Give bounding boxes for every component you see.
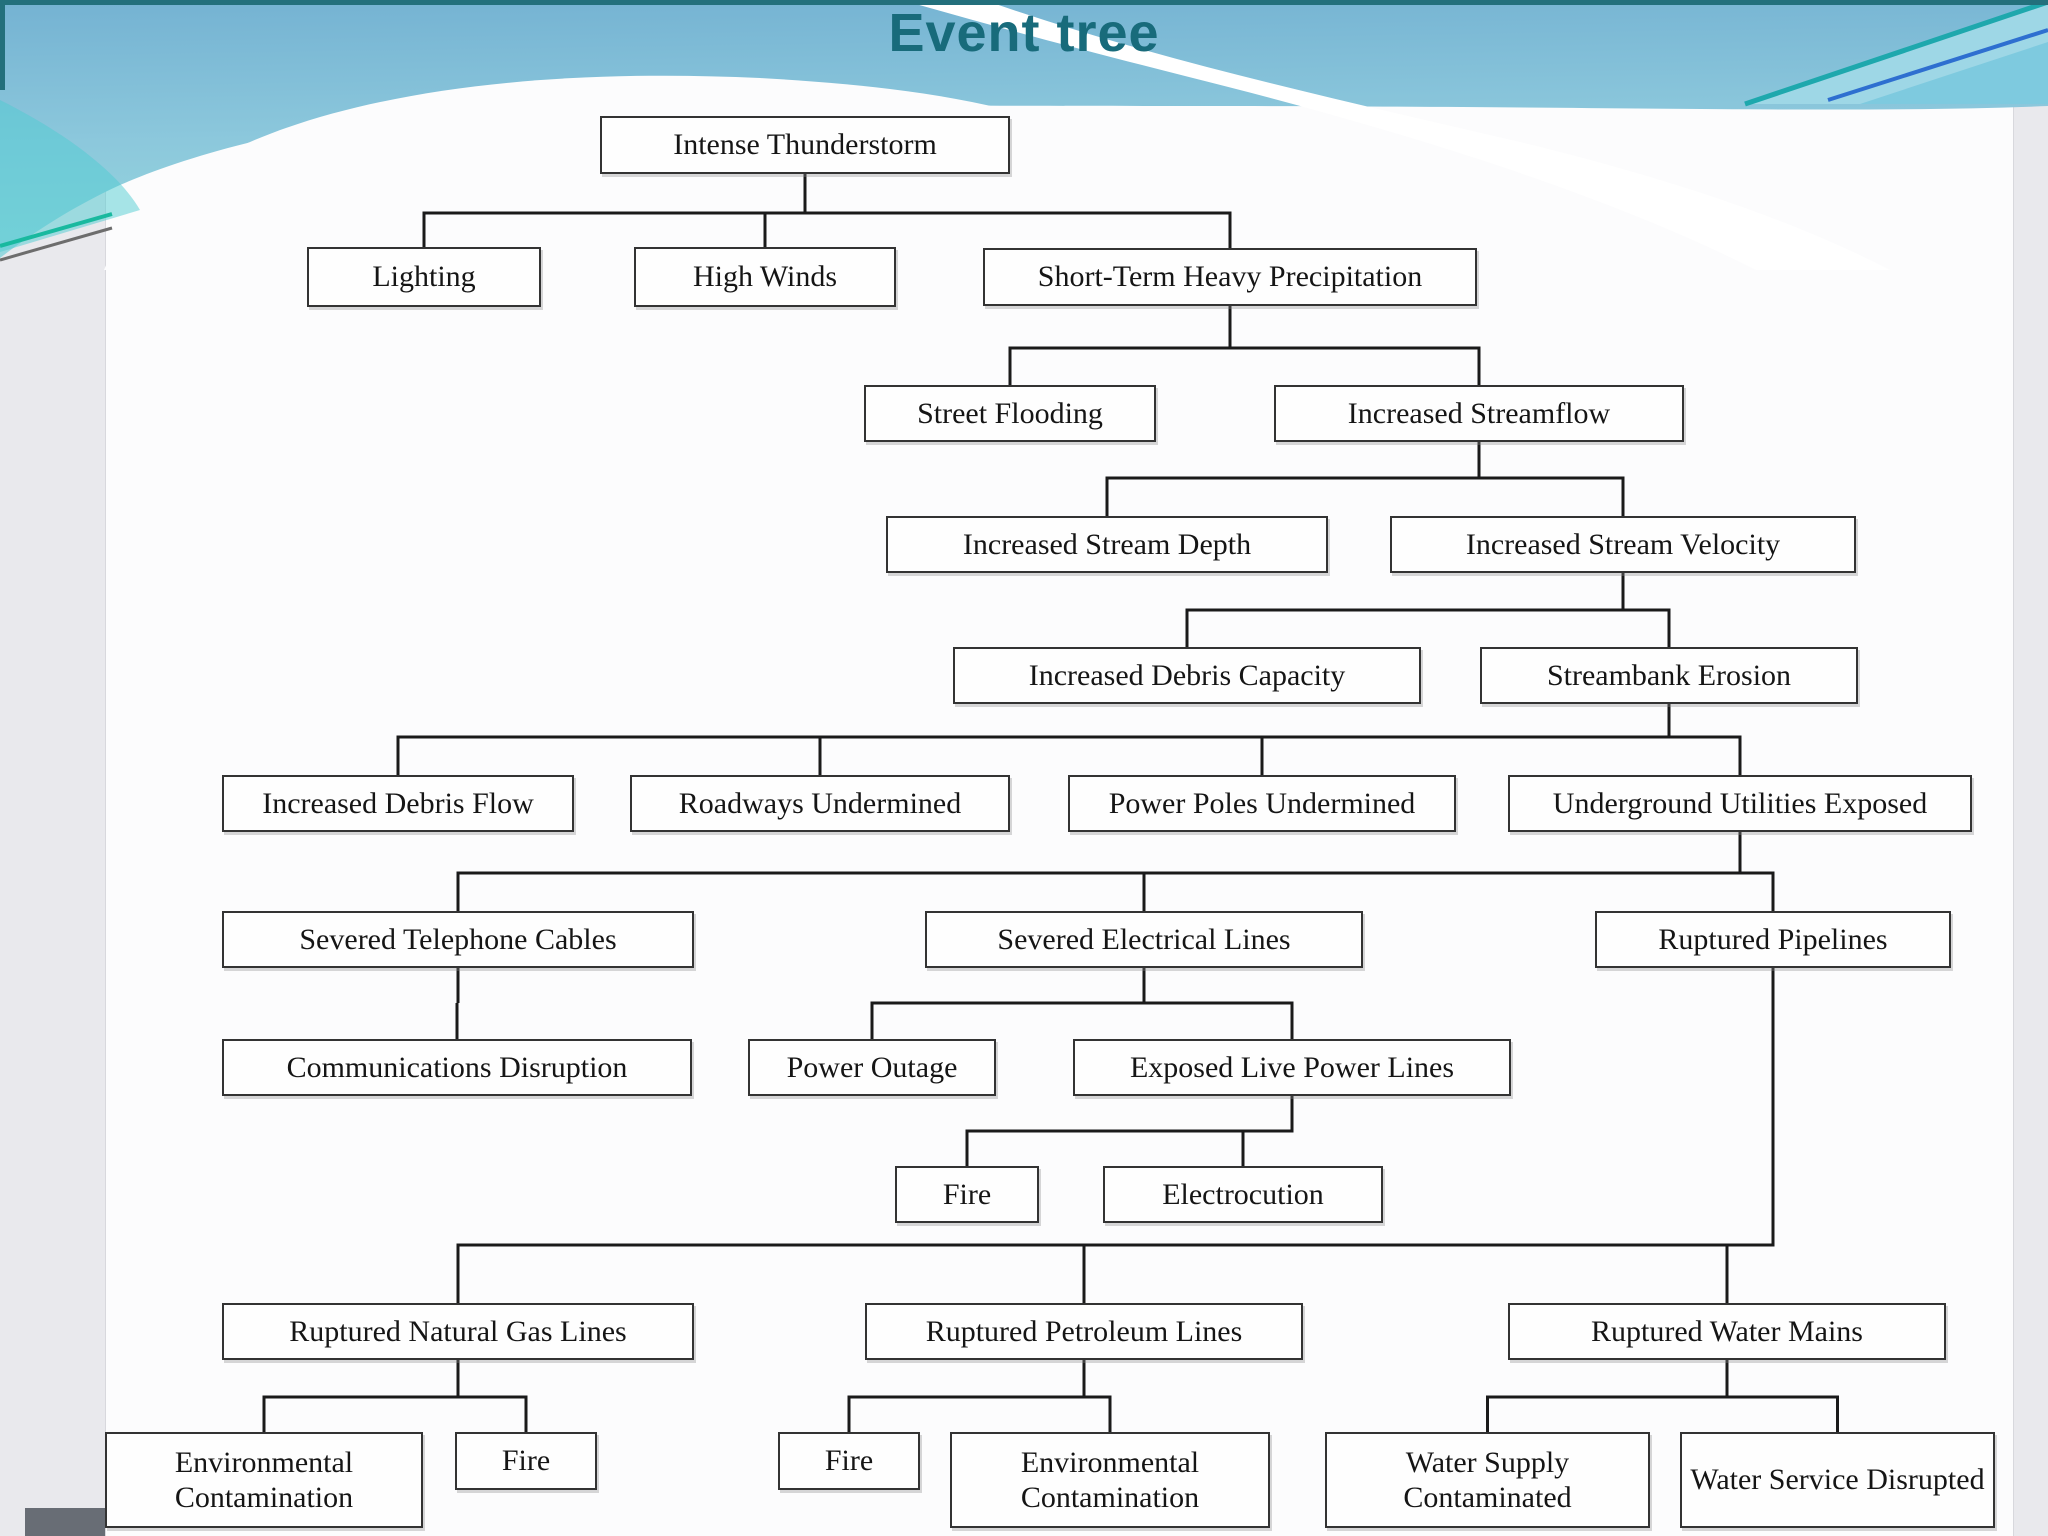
node-increased-stream-velocity: Increased Stream Velocity xyxy=(1390,516,1856,573)
node-exposed-live-power-lines: Exposed Live Power Lines xyxy=(1073,1039,1511,1096)
node-severed-electrical-lines: Severed Electrical Lines xyxy=(925,911,1363,968)
node-increased-streamflow: Increased Streamflow xyxy=(1274,385,1684,442)
node-fire-electrical: Fire xyxy=(895,1166,1039,1223)
node-increased-stream-depth: Increased Stream Depth xyxy=(886,516,1328,573)
node-fire-petroleum: Fire xyxy=(778,1432,920,1490)
bottom-left-corner-block xyxy=(25,1508,105,1536)
node-fire-gas: Fire xyxy=(455,1432,597,1490)
node-environmental-contamination-gas: Environmental Contamination xyxy=(105,1432,423,1528)
node-roadways-undermined: Roadways Undermined xyxy=(630,775,1010,832)
node-street-flooding: Street Flooding xyxy=(864,385,1156,442)
node-communications-disruption: Communications Disruption xyxy=(222,1039,692,1096)
node-increased-debris-capacity: Increased Debris Capacity xyxy=(953,647,1421,704)
node-electrocution: Electrocution xyxy=(1103,1166,1383,1223)
node-power-poles-undermined: Power Poles Undermined xyxy=(1068,775,1456,832)
node-water-supply-contaminated: Water Supply Contaminated xyxy=(1325,1432,1650,1528)
node-power-outage: Power Outage xyxy=(748,1039,996,1096)
node-intense-thunderstorm: Intense Thunderstorm xyxy=(600,116,1010,174)
node-severed-telephone-cables: Severed Telephone Cables xyxy=(222,911,694,968)
node-ruptured-natural-gas-lines: Ruptured Natural Gas Lines xyxy=(222,1303,694,1360)
node-water-service-disrupted: Water Service Disrupted xyxy=(1680,1432,1995,1528)
node-streambank-erosion: Streambank Erosion xyxy=(1480,647,1858,704)
node-ruptured-pipelines: Ruptured Pipelines xyxy=(1595,911,1951,968)
node-underground-utilities-exposed: Underground Utilities Exposed xyxy=(1508,775,1972,832)
node-high-winds: High Winds xyxy=(634,247,896,307)
node-ruptured-petroleum-lines: Ruptured Petroleum Lines xyxy=(865,1303,1303,1360)
node-short-term-heavy-precipitation: Short-Term Heavy Precipitation xyxy=(983,248,1477,306)
node-environmental-contamination-petroleum: Environmental Contamination xyxy=(950,1432,1270,1528)
slide-title: Event tree xyxy=(888,3,1160,63)
node-ruptured-water-mains: Ruptured Water Mains xyxy=(1508,1303,1946,1360)
node-lighting: Lighting xyxy=(307,247,541,307)
node-increased-debris-flow: Increased Debris Flow xyxy=(222,775,574,832)
